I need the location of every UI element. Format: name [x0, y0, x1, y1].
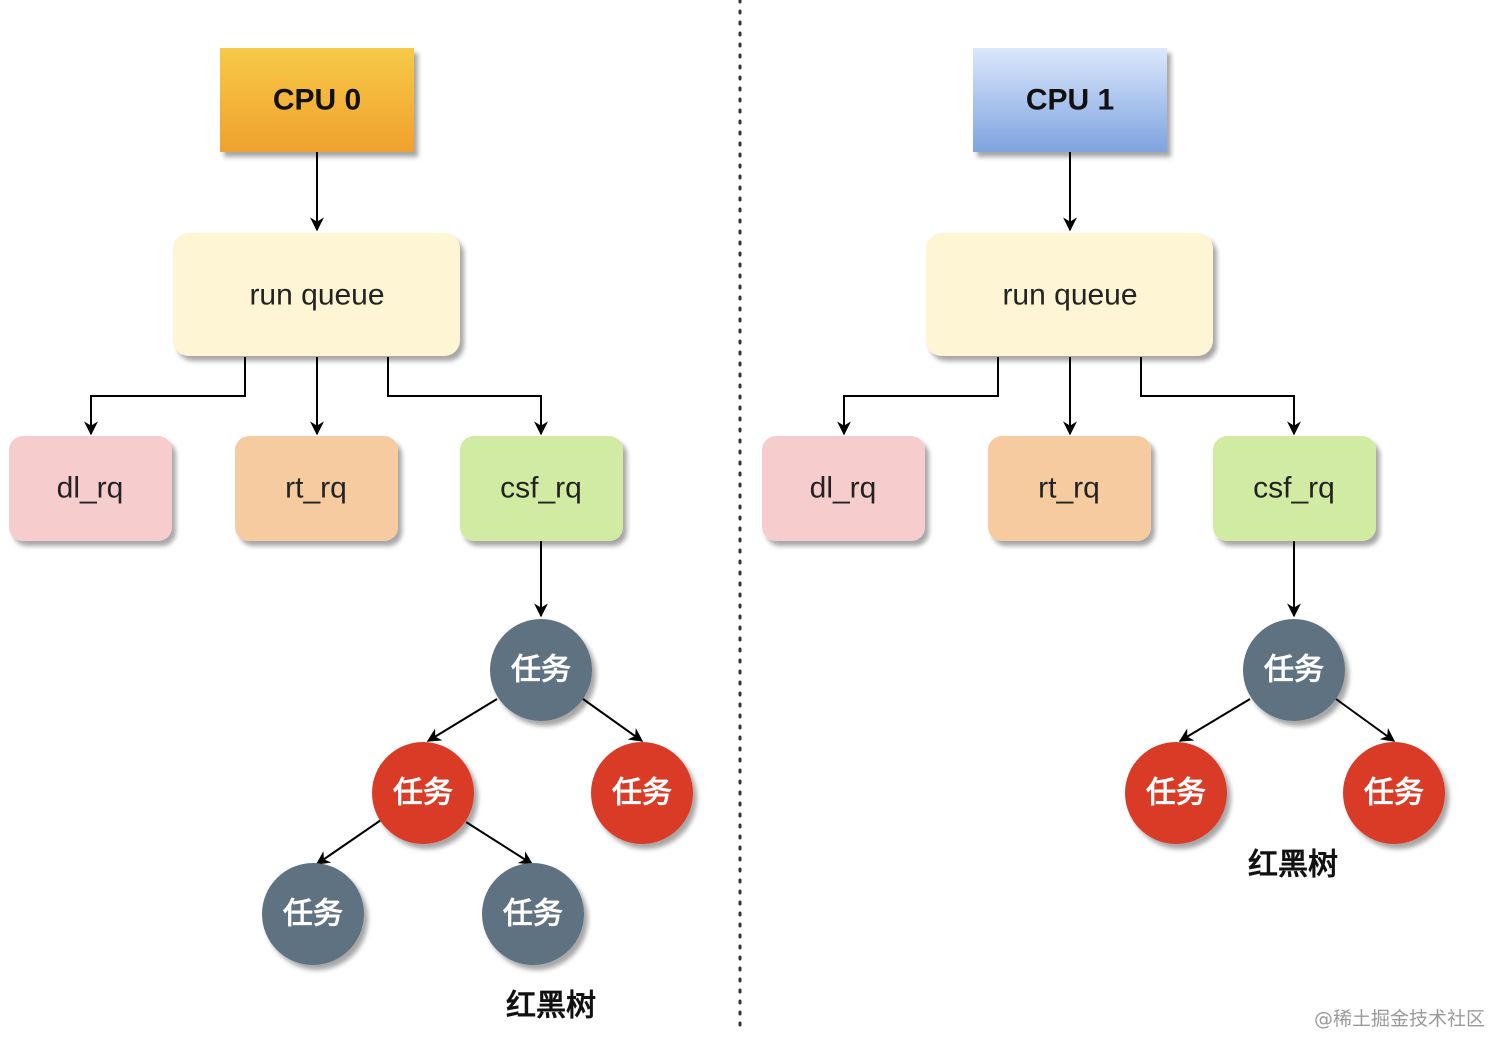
cpu1-run-queue-box — [926, 233, 1213, 356]
cpu1-tree-caption: 红黑树 — [1248, 848, 1338, 883]
cpu0-dl-rq: dl_rq — [9, 436, 172, 541]
panel-cpu0-edges — [84, 152, 644, 865]
cpu0-csf-rq-label: csf_rq — [500, 472, 582, 505]
edge-root-right — [582, 698, 644, 742]
cpu1-task-root-label: 任务 — [1263, 653, 1324, 688]
cpu0-box: CPU 0 — [220, 48, 414, 152]
cpu1-dl-rq-label: dl_rq — [810, 472, 877, 505]
edge-runqueue-csfrq — [387, 357, 548, 436]
cpu0-task-left: 任务 — [372, 742, 474, 844]
cpu1-task-left: 任务 — [1125, 742, 1227, 844]
cpu1-task-right: 任务 — [1343, 742, 1445, 844]
cpu1-task-left-label: 任务 — [1145, 776, 1206, 811]
cpu0-task-root: 任务 — [490, 619, 592, 721]
cpu0-rt-rq-label: rt_rq — [285, 472, 347, 505]
cpu0-task-root-label: 任务 — [510, 653, 571, 688]
cpu1-label: CPU 1 — [1026, 84, 1114, 117]
cpu1-task-root: 任务 — [1243, 619, 1345, 721]
edge-root1-left — [1178, 698, 1251, 742]
cpu0-task-left-right-label: 任务 — [502, 897, 563, 932]
cpu0-rt-rq: rt_rq — [235, 436, 398, 541]
cpu0-dl-rq-label: dl_rq — [57, 472, 124, 505]
cpu0-label: CPU 0 — [273, 84, 361, 117]
cpu1-csf-rq-label: csf_rq — [1253, 472, 1335, 505]
cpu0-task-left-label: 任务 — [392, 776, 453, 811]
cpu0-task-left-right: 任务 — [482, 863, 584, 965]
cpu1-dl-rq: dl_rq — [762, 436, 925, 541]
cpu1-rt-rq: rt_rq — [988, 436, 1151, 541]
cpu0-task-left-left-label: 任务 — [282, 897, 343, 932]
edge-runqueue-dlrq — [84, 357, 246, 436]
edge-runqueue1-csfrq — [1140, 357, 1301, 436]
edge-runqueue1-dlrq — [837, 357, 999, 436]
cpu0-run-queue-label: run queue — [249, 279, 384, 312]
edge-root1-right — [1335, 698, 1396, 742]
cpu0-csf-rq: csf_rq — [460, 436, 623, 541]
cpu1-run-queue-label: run queue — [1002, 279, 1137, 312]
cpu1-run-queue: run queue — [926, 233, 1213, 356]
cpu1-rt-rq-label: rt_rq — [1038, 472, 1100, 505]
panel-cpu1: CPU 1 run queue dl_rq rt_rq csf_rq 任务 任务 — [762, 48, 1445, 883]
cpu1-task-right-label: 任务 — [1363, 776, 1424, 811]
cpu0-tree-caption: 红黑树 — [506, 989, 596, 1024]
cpu0-run-queue-box — [173, 233, 460, 356]
cpu1-csf-rq: csf_rq — [1213, 436, 1376, 541]
cpu0-run-queue: run queue — [173, 233, 460, 356]
cpu0-task-left-left: 任务 — [262, 863, 364, 965]
watermark-text: @稀土掘金技术社区 — [1314, 1008, 1485, 1030]
edge-left-leftright — [465, 821, 534, 865]
panel-cpu0: CPU 0 run queue dl_rq rt_rq csf_rq 任务 任务 — [9, 48, 693, 1024]
edge-root-left — [426, 698, 498, 742]
edge-left-leftleft — [315, 819, 382, 865]
cpu0-task-right-label: 任务 — [611, 776, 672, 811]
cpu1-box: CPU 1 — [973, 48, 1167, 152]
panel-cpu1-edges — [837, 152, 1396, 742]
cpu0-task-right: 任务 — [591, 742, 693, 844]
